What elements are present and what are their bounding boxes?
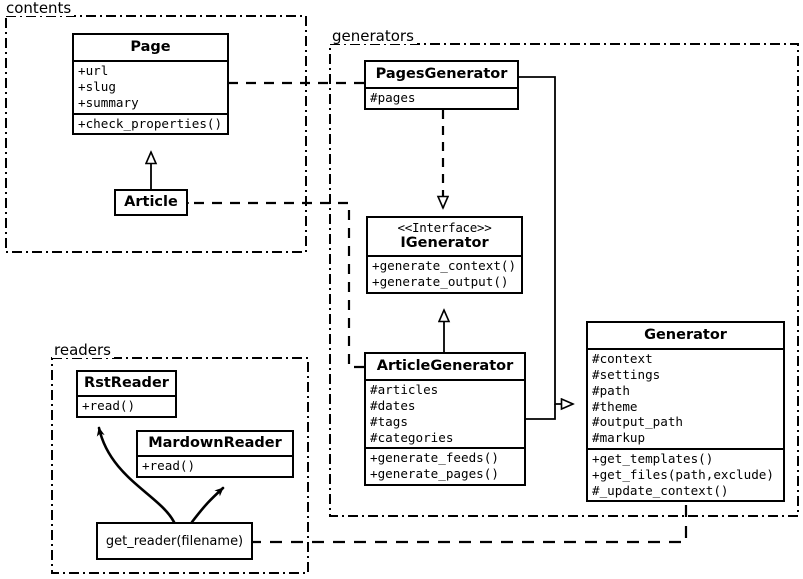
class-generator[interactable]: Generator #context #settings #path #them… (586, 321, 785, 503)
attribute: #dates (370, 398, 416, 414)
operation: +read() (142, 458, 196, 474)
class-mardownreader[interactable]: MardownReader +read() (136, 430, 294, 479)
function-box-get-reader-label: get_reader(filename) (105, 533, 244, 549)
operation: +read() (82, 398, 136, 414)
package-label-readers: readers (52, 343, 114, 358)
class-article-generator[interactable]: ArticleGenerator #articles #dates #tags … (364, 352, 526, 487)
class-article-name: Article (124, 194, 178, 210)
class-article-generator-operations: +generate_feeds() +generate_pages() (366, 447, 524, 484)
class-page-attributes: +url +slug +summary (74, 60, 227, 112)
function-box-get-reader[interactable]: get_reader(filename) (96, 522, 253, 560)
class-generator-name: Generator (644, 327, 727, 343)
class-page-operations: +check_properties() (74, 112, 227, 134)
attribute: #pages (370, 90, 416, 106)
package-label-generators: generators (330, 29, 417, 44)
attribute: #settings (592, 367, 661, 383)
class-igenerator-operations: +generate_context() +generate_output() (368, 255, 521, 292)
package-border-readers (51, 357, 309, 574)
class-mardownreader-operations: +read() (138, 455, 292, 476)
class-page[interactable]: Page +url +slug +summary +check_properti… (72, 33, 229, 136)
attribute: #context (592, 351, 653, 367)
operation: +get_templates() (592, 451, 714, 467)
class-mardownreader-name: MardownReader (148, 435, 282, 451)
edge-generator-uses-get-reader (253, 505, 688, 542)
attribute: +summary (78, 94, 139, 110)
class-rstreader-operations: +read() (78, 395, 175, 416)
operation: #_update_context() (592, 482, 729, 498)
class-igenerator-name: <<Interface>> IGenerator (368, 218, 521, 255)
class-pages-generator-attributes: #pages (366, 87, 517, 108)
operation: +get_files(path,exclude) (592, 466, 774, 482)
class-igenerator-label: IGenerator (400, 235, 489, 251)
attribute: +slug (78, 79, 116, 95)
class-igenerator-stereotype: <<Interface>> (397, 220, 492, 235)
attribute: #categories (370, 429, 454, 445)
class-article[interactable]: Article (114, 189, 188, 217)
package-label-contents: contents (4, 1, 75, 16)
class-generator-attributes: #context #settings #path #theme #output_… (588, 348, 783, 448)
attribute: #output_path (592, 414, 683, 430)
class-page-name: Page (130, 39, 171, 55)
class-igenerator[interactable]: <<Interface>> IGenerator +generate_conte… (366, 216, 523, 294)
edge-get-reader-returns-rstreader (96, 426, 176, 524)
attribute: #tags (370, 413, 408, 429)
class-pages-generator[interactable]: PagesGenerator #pages (364, 60, 519, 111)
attribute: +url (78, 63, 109, 79)
class-rstreader-name: RstReader (84, 375, 169, 391)
operation: +generate_output() (372, 274, 509, 290)
class-generator-operations: +get_templates() +get_files(path,exclude… (588, 448, 783, 500)
class-article-generator-name: ArticleGenerator (376, 358, 514, 374)
class-article-generator-attributes: #articles #dates #tags #categories (366, 379, 524, 447)
operation: +generate_context() (372, 258, 517, 274)
edge-articlegenerator-extends-generator (526, 404, 556, 420)
attribute: #theme (592, 398, 638, 414)
edge-articlegenerator-uses-article (188, 203, 364, 369)
package-border-contents (5, 15, 307, 253)
class-pages-generator-name: PagesGenerator (375, 66, 508, 82)
attribute: #path (592, 382, 630, 398)
operation: +check_properties() (78, 115, 223, 131)
operation: +generate_feeds() (370, 450, 499, 466)
edge-get-reader-returns-mardownreader (190, 486, 225, 524)
package-border-generators (329, 43, 799, 517)
attribute: #markup (592, 430, 646, 446)
attribute: #articles (370, 382, 439, 398)
class-rstreader[interactable]: RstReader +read() (76, 370, 177, 419)
operation: +generate_pages() (370, 466, 499, 482)
edge-pagesgenerator-extends-generator (519, 76, 573, 404)
